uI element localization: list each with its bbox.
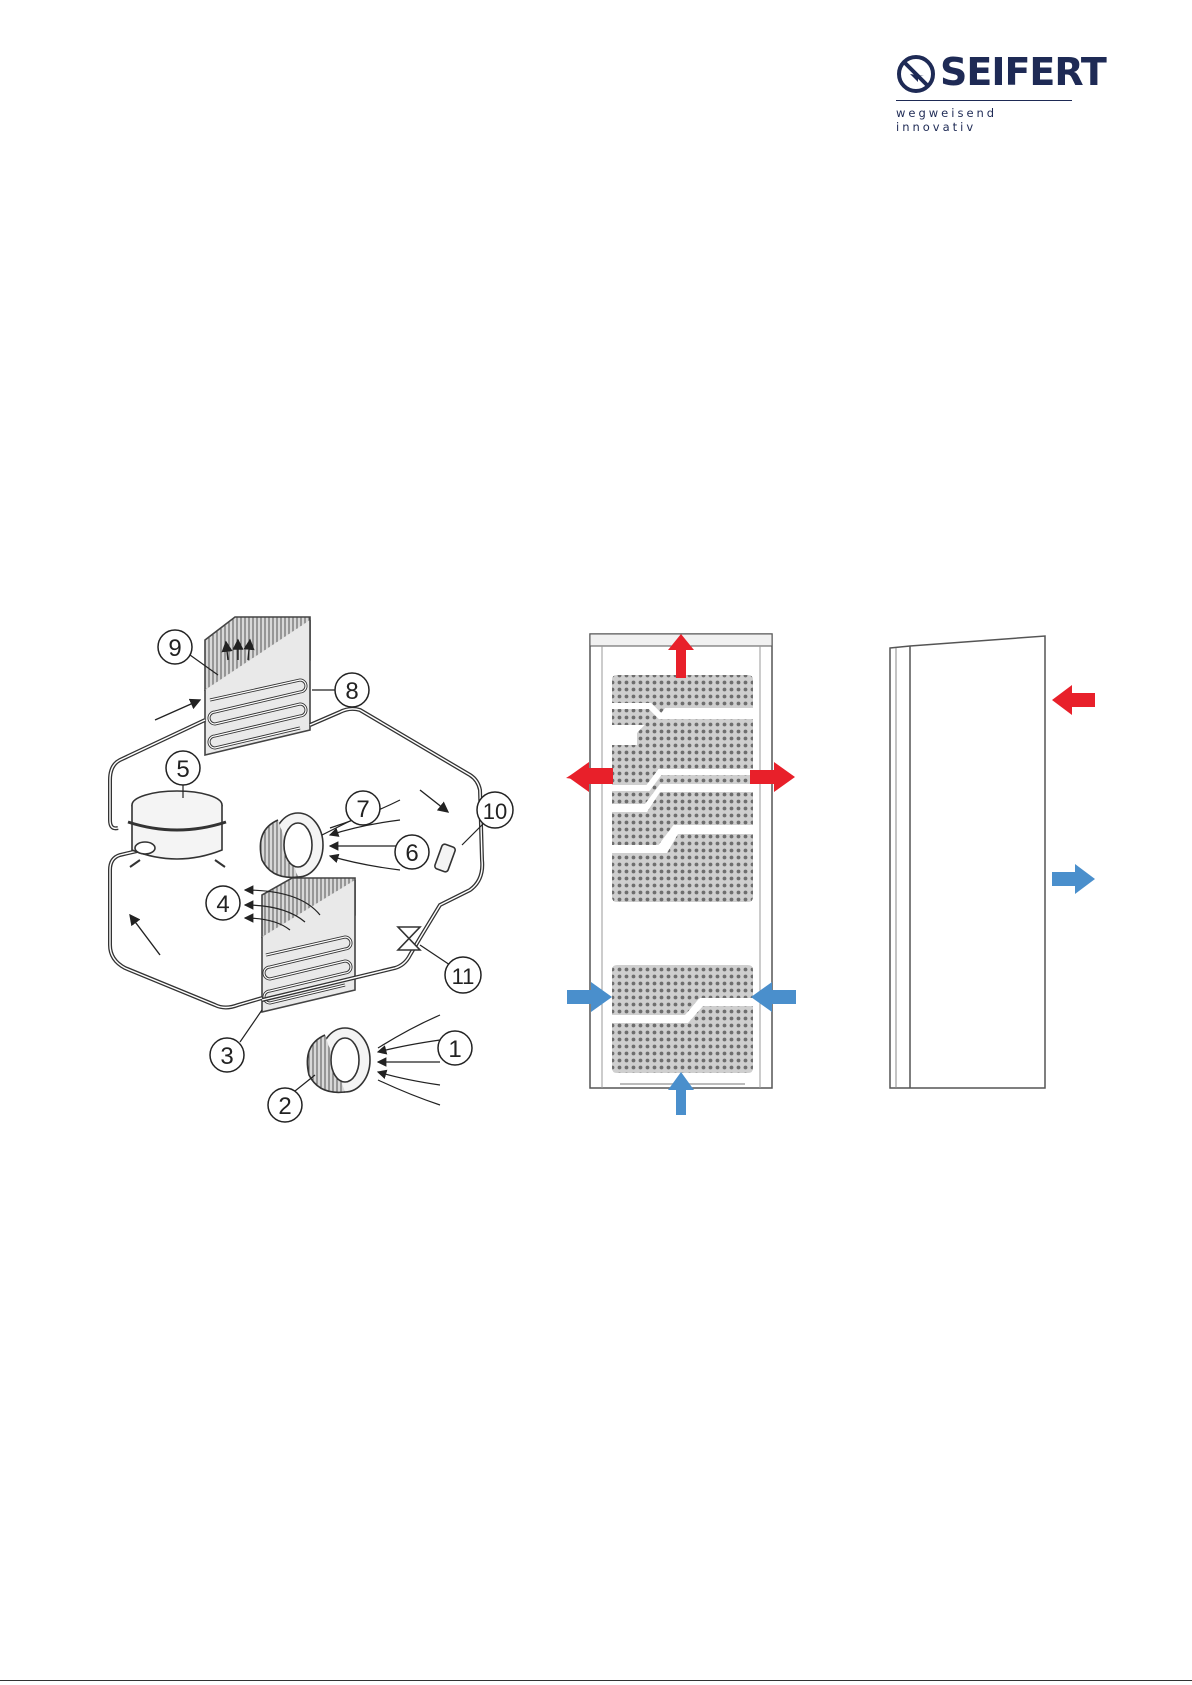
callout-1-label: 1 bbox=[448, 1036, 461, 1063]
callout-7-label: 7 bbox=[356, 796, 369, 823]
expansion-valve-icon bbox=[398, 927, 420, 950]
callout-2: 2 bbox=[268, 1088, 302, 1122]
compressor bbox=[128, 791, 226, 867]
callout-4: 4 bbox=[206, 886, 240, 920]
evaporator-fan bbox=[307, 1028, 370, 1092]
condenser-fan bbox=[260, 813, 323, 877]
callout-7: 7 bbox=[346, 791, 380, 825]
callout-2-label: 2 bbox=[278, 1093, 291, 1120]
callout-8-label: 8 bbox=[345, 678, 358, 705]
callout-5: 5 bbox=[166, 751, 200, 785]
callout-6: 6 bbox=[395, 835, 429, 869]
callout-9: 9 bbox=[158, 630, 192, 664]
lower-grille bbox=[612, 965, 753, 1073]
callout-3-label: 3 bbox=[220, 1043, 233, 1070]
unit-front-view bbox=[566, 634, 796, 1115]
filter-drier bbox=[434, 843, 456, 872]
callout-9-label: 9 bbox=[168, 635, 181, 662]
callout-5-label: 5 bbox=[176, 756, 189, 783]
condenser-unit bbox=[205, 617, 310, 755]
callout-1: 1 bbox=[438, 1031, 472, 1065]
evaporator-unit bbox=[262, 878, 355, 1012]
callout-11-label: 11 bbox=[452, 964, 475, 989]
callout-6-label: 6 bbox=[405, 840, 418, 867]
unit-side-view bbox=[890, 636, 1095, 1088]
refrigeration-cycle-diagram bbox=[110, 617, 485, 1105]
callout-11: 11 bbox=[445, 957, 481, 993]
callout-3: 3 bbox=[210, 1038, 244, 1072]
callout-10: 10 bbox=[477, 792, 513, 828]
callout-4-label: 4 bbox=[216, 891, 229, 918]
side-hot-air-in-arrow-icon bbox=[1052, 685, 1095, 715]
callout-8: 8 bbox=[335, 673, 369, 707]
callout-10-label: 10 bbox=[483, 799, 507, 824]
footer-divider bbox=[0, 1680, 1192, 1681]
side-cool-air-out-arrow-icon bbox=[1052, 864, 1095, 894]
